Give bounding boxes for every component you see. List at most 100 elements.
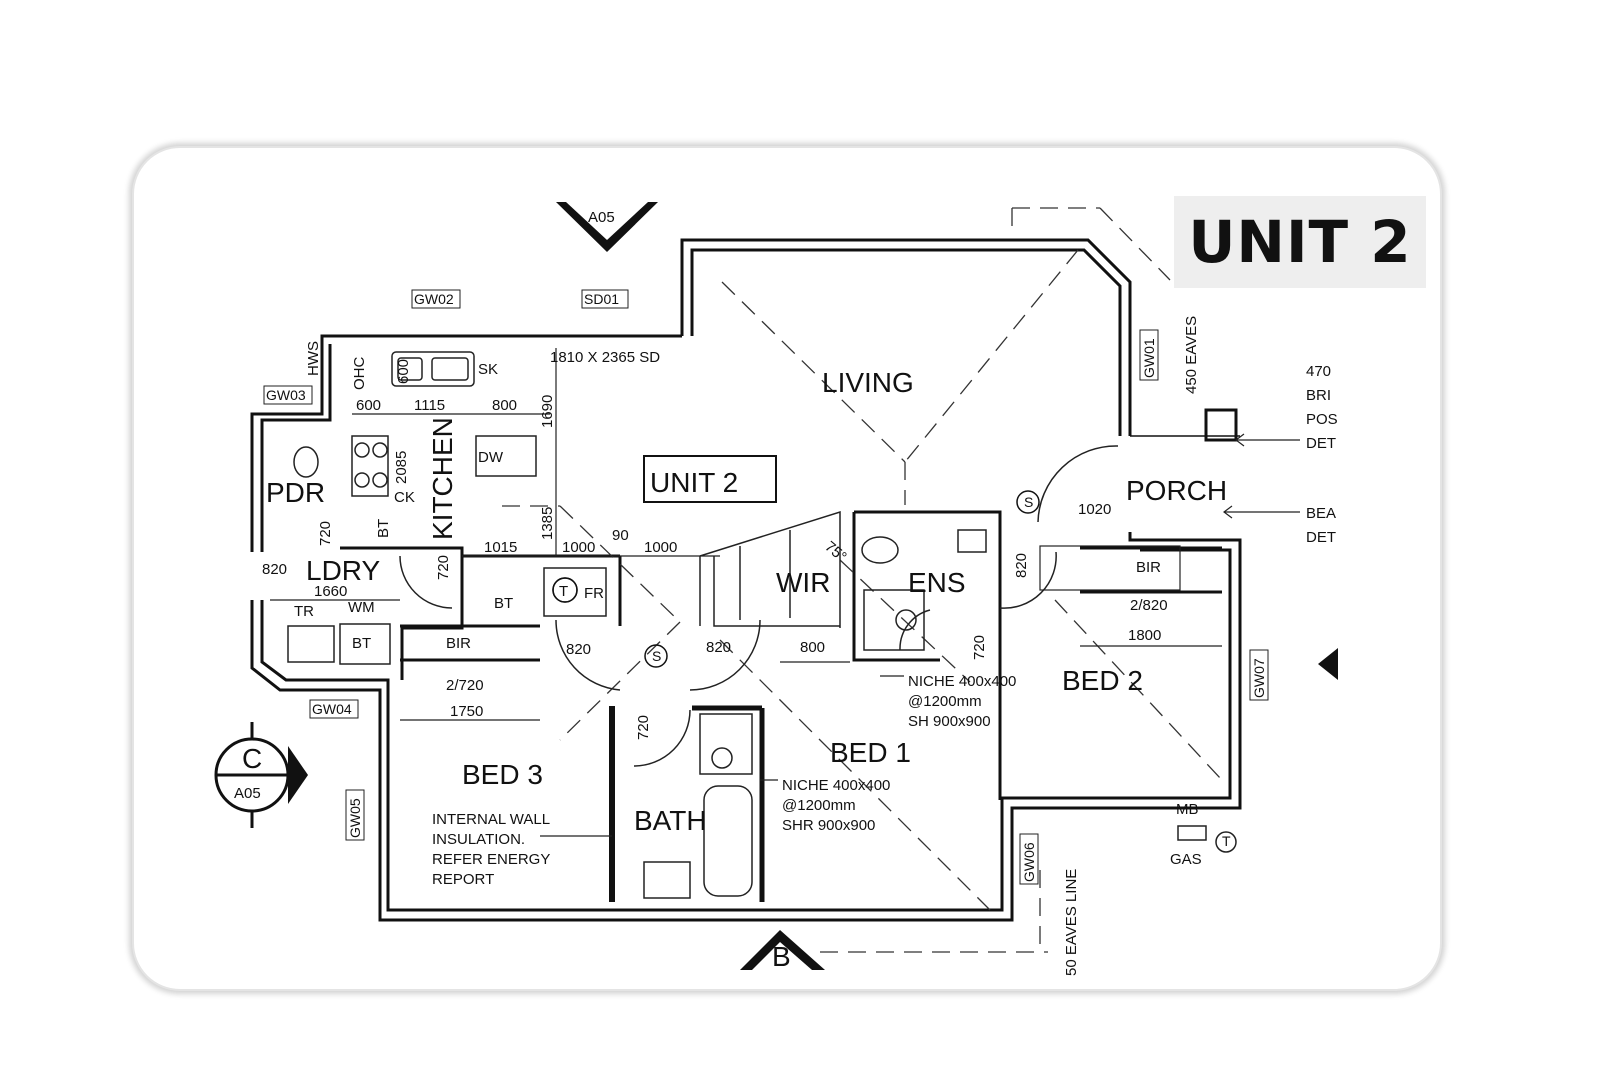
dim-800b: 800: [800, 639, 825, 656]
room-ens: ENS: [908, 567, 966, 598]
label-fr: FR: [584, 585, 604, 602]
room-living: LIVING: [822, 367, 914, 398]
dim-2-720: 2/720: [446, 677, 484, 694]
tag-gw04: GW04: [312, 701, 352, 717]
label-bt-2: BT: [494, 595, 513, 612]
marker-s-1: S: [1024, 494, 1033, 510]
dim-720c: 720: [971, 635, 988, 660]
walls: [250, 238, 1242, 922]
dim-1800: 1800: [1128, 627, 1161, 644]
marker-s-2: S: [652, 648, 661, 664]
label-bt-1: BT: [375, 519, 392, 538]
dim-720b: 720: [435, 555, 452, 580]
label-sk: SK: [478, 361, 498, 378]
note-side-2: BRI: [1306, 387, 1331, 404]
dim-1020: 1020: [1078, 501, 1111, 518]
room-ldry: LDRY: [306, 555, 381, 586]
note-side-6: DET: [1306, 529, 1336, 546]
tag-gw05: GW05: [347, 798, 363, 838]
dim-1660: 1660: [314, 583, 347, 600]
note-niche-ens-1: NICHE 400x400: [908, 673, 1016, 690]
label-dw: DW: [478, 449, 504, 466]
label-ck: CK: [394, 489, 415, 506]
tag-boxes: [263, 289, 1269, 885]
fixtures-drawn: [287, 351, 1237, 899]
dim-1385: 1385: [539, 507, 556, 540]
dim-720d: 720: [635, 715, 652, 740]
marker-b-letter: B: [772, 941, 791, 972]
dim-1015: 1015: [484, 539, 517, 556]
dimension-lines: [270, 348, 1222, 721]
label-bt-3: BT: [352, 635, 371, 652]
unit-label-box: [643, 455, 777, 503]
marker-c-sheet: A05: [234, 785, 261, 802]
label-hws: HWS: [305, 341, 322, 376]
tag-gw02: GW02: [414, 291, 454, 307]
tag-gw03: GW03: [266, 387, 306, 403]
tag-gw07: GW07: [1251, 658, 1267, 698]
door-swings: [399, 445, 1119, 767]
note-side-4: DET: [1306, 435, 1336, 452]
label-tr: TR: [294, 603, 314, 620]
dim-1690: 1690: [539, 395, 556, 428]
dim-820a: 820: [262, 561, 287, 578]
label-gas: GAS: [1170, 851, 1202, 868]
note-niche-ens-3: SH 900x900: [908, 713, 991, 730]
leader-arrows: [540, 433, 1300, 837]
note-niche-ens-2: @1200mm: [908, 693, 982, 710]
roof-lines: [502, 207, 1221, 953]
dim-sd: 1810 X 2365 SD: [550, 349, 660, 366]
marker-a05-top: A05: [588, 209, 615, 226]
room-kitchen: KITCHEN: [427, 417, 458, 540]
room-pdr: PDR: [266, 477, 325, 508]
note-side-1: 470: [1306, 363, 1331, 380]
label-mb: MB: [1176, 801, 1199, 818]
dim-820c: 820: [706, 639, 731, 656]
dim-1000a: 1000: [562, 539, 595, 556]
marker-c-letter: C: [242, 743, 262, 774]
tag-gw06: GW06: [1021, 842, 1037, 882]
tag-sd01: SD01: [584, 291, 619, 307]
dim-1115: 1115: [414, 397, 445, 414]
wir-outline: [699, 510, 841, 628]
label-bir-1: BIR: [446, 635, 471, 652]
marker-t-gas: T: [1222, 833, 1231, 849]
dim-800: 800: [492, 397, 517, 414]
section-markers: [214, 202, 1338, 970]
tag-gw01: GW01: [1141, 338, 1157, 378]
page-title: UNIT 2: [1188, 208, 1412, 276]
dim-820d: 820: [1013, 553, 1030, 578]
note-eaves-bottom: 50 EAVES LINE: [1063, 869, 1080, 976]
room-bed3: BED 3: [462, 759, 543, 790]
room-bed1: BED 1: [830, 737, 911, 768]
note-side-3: POS: [1306, 411, 1338, 428]
dim-600: 600: [356, 397, 381, 414]
label-wm: WM: [348, 599, 375, 616]
note-insulation-1: INTERNAL WALL: [432, 811, 550, 828]
label-ohc: OHC: [351, 357, 368, 391]
note-insulation-3: REFER ENERGY: [432, 851, 550, 868]
title-badge: UNIT 2: [1174, 196, 1426, 288]
dim-2-820: 2/820: [1130, 597, 1168, 614]
room-bath: BATH: [634, 805, 707, 836]
note-side-5: BEA: [1306, 505, 1336, 522]
note-niche-bath-1: NICHE 400x400: [782, 777, 890, 794]
dim-1000b: 1000: [644, 539, 677, 556]
dim-820b: 820: [566, 641, 591, 658]
note-niche-bath-2: @1200mm: [782, 797, 856, 814]
unit-label: UNIT 2: [650, 467, 738, 498]
note-insulation-4: REPORT: [432, 871, 494, 888]
note-niche-bath-3: SHR 900x900: [782, 817, 875, 834]
label-bir-2: BIR: [1136, 559, 1161, 576]
dim-1750: 1750: [450, 703, 483, 720]
room-bed2: BED 2: [1062, 665, 1143, 696]
label-t: T: [559, 583, 568, 600]
room-wir: WIR: [776, 567, 830, 598]
note-eaves-top: 450 EAVES: [1183, 316, 1200, 394]
room-porch: PORCH: [1126, 475, 1227, 506]
dim-600v: 600: [395, 359, 412, 384]
dim-75: 75°: [821, 538, 849, 566]
dim-90: 90: [612, 527, 629, 544]
dim-2085: 2085: [393, 451, 410, 484]
